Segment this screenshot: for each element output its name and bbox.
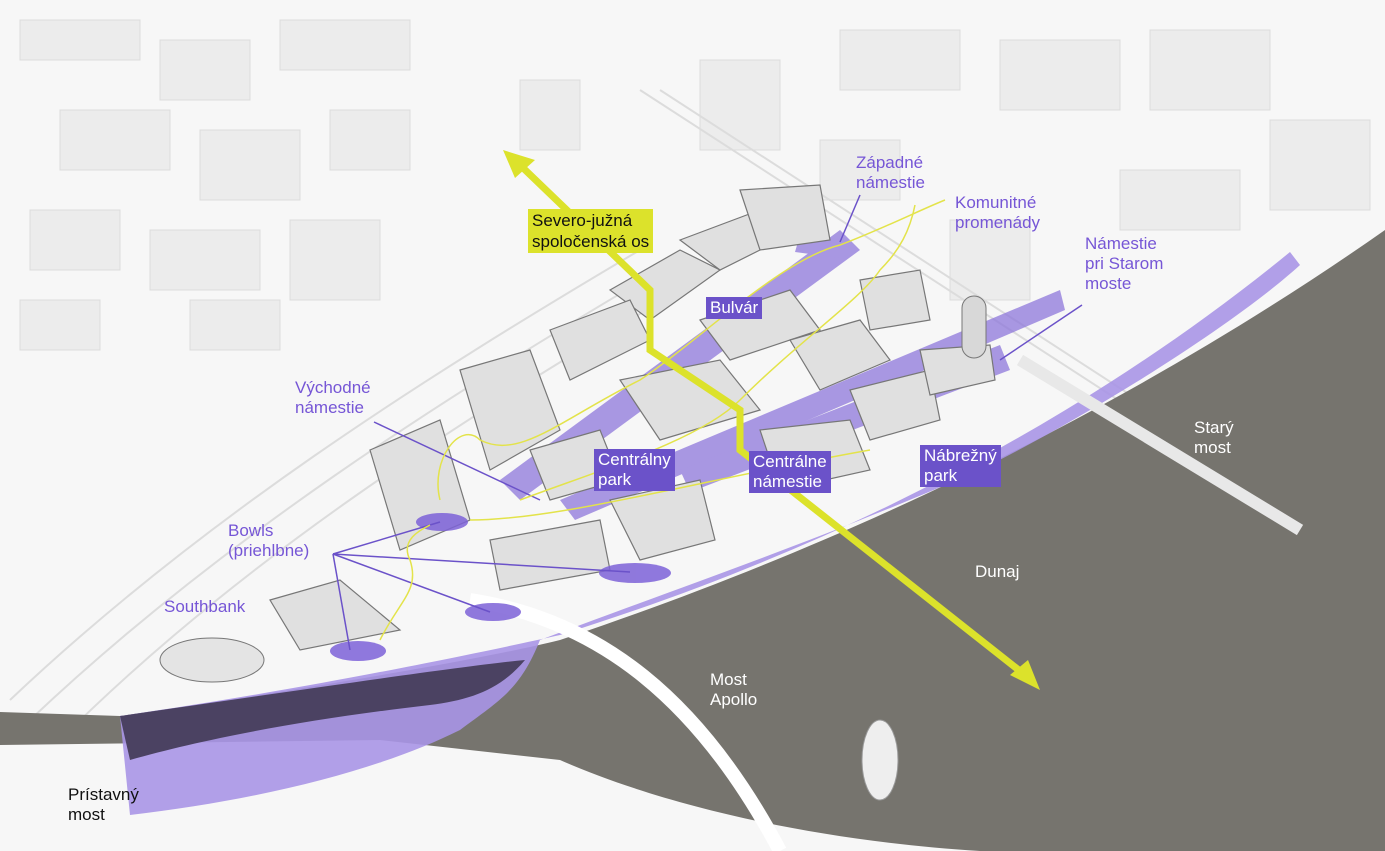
label-stary-most: Starý most [1194, 418, 1234, 457]
label-centralny-park: Centrálny park [594, 449, 675, 491]
label-centralne-namestie: Centrálne námestie [749, 451, 831, 493]
label-north-south-axis: Severo-južná spoločenská os [528, 209, 654, 253]
tower [961, 295, 987, 359]
label-zapadne-namestie: Západné námestie [856, 153, 925, 192]
label-bulvar: Bulvár [706, 297, 763, 319]
label-namestie-pri-starom-moste: Námestie pri Starom moste [1085, 234, 1164, 293]
label-nabrezny-park: Nábrežný park [920, 445, 1001, 487]
label-most-apollo: Most Apollo [710, 670, 758, 709]
label-komunitne-promenady: Komunitné promenády [955, 193, 1041, 232]
stadium [159, 637, 265, 683]
label-dunaj: Dunaj [975, 562, 1020, 581]
label-southbank: Southbank [164, 597, 246, 616]
stary-most [1016, 354, 1304, 536]
label-vychodne-namestie: Východné námestie [295, 378, 371, 417]
bowls [330, 513, 671, 661]
most-apollo [468, 593, 787, 851]
harbor-basin [120, 660, 525, 760]
label-pristavny-most: Prístavný most [68, 785, 139, 824]
label-bowls: Bowls (priehlbne) [228, 521, 310, 560]
tower-tall [861, 719, 899, 801]
